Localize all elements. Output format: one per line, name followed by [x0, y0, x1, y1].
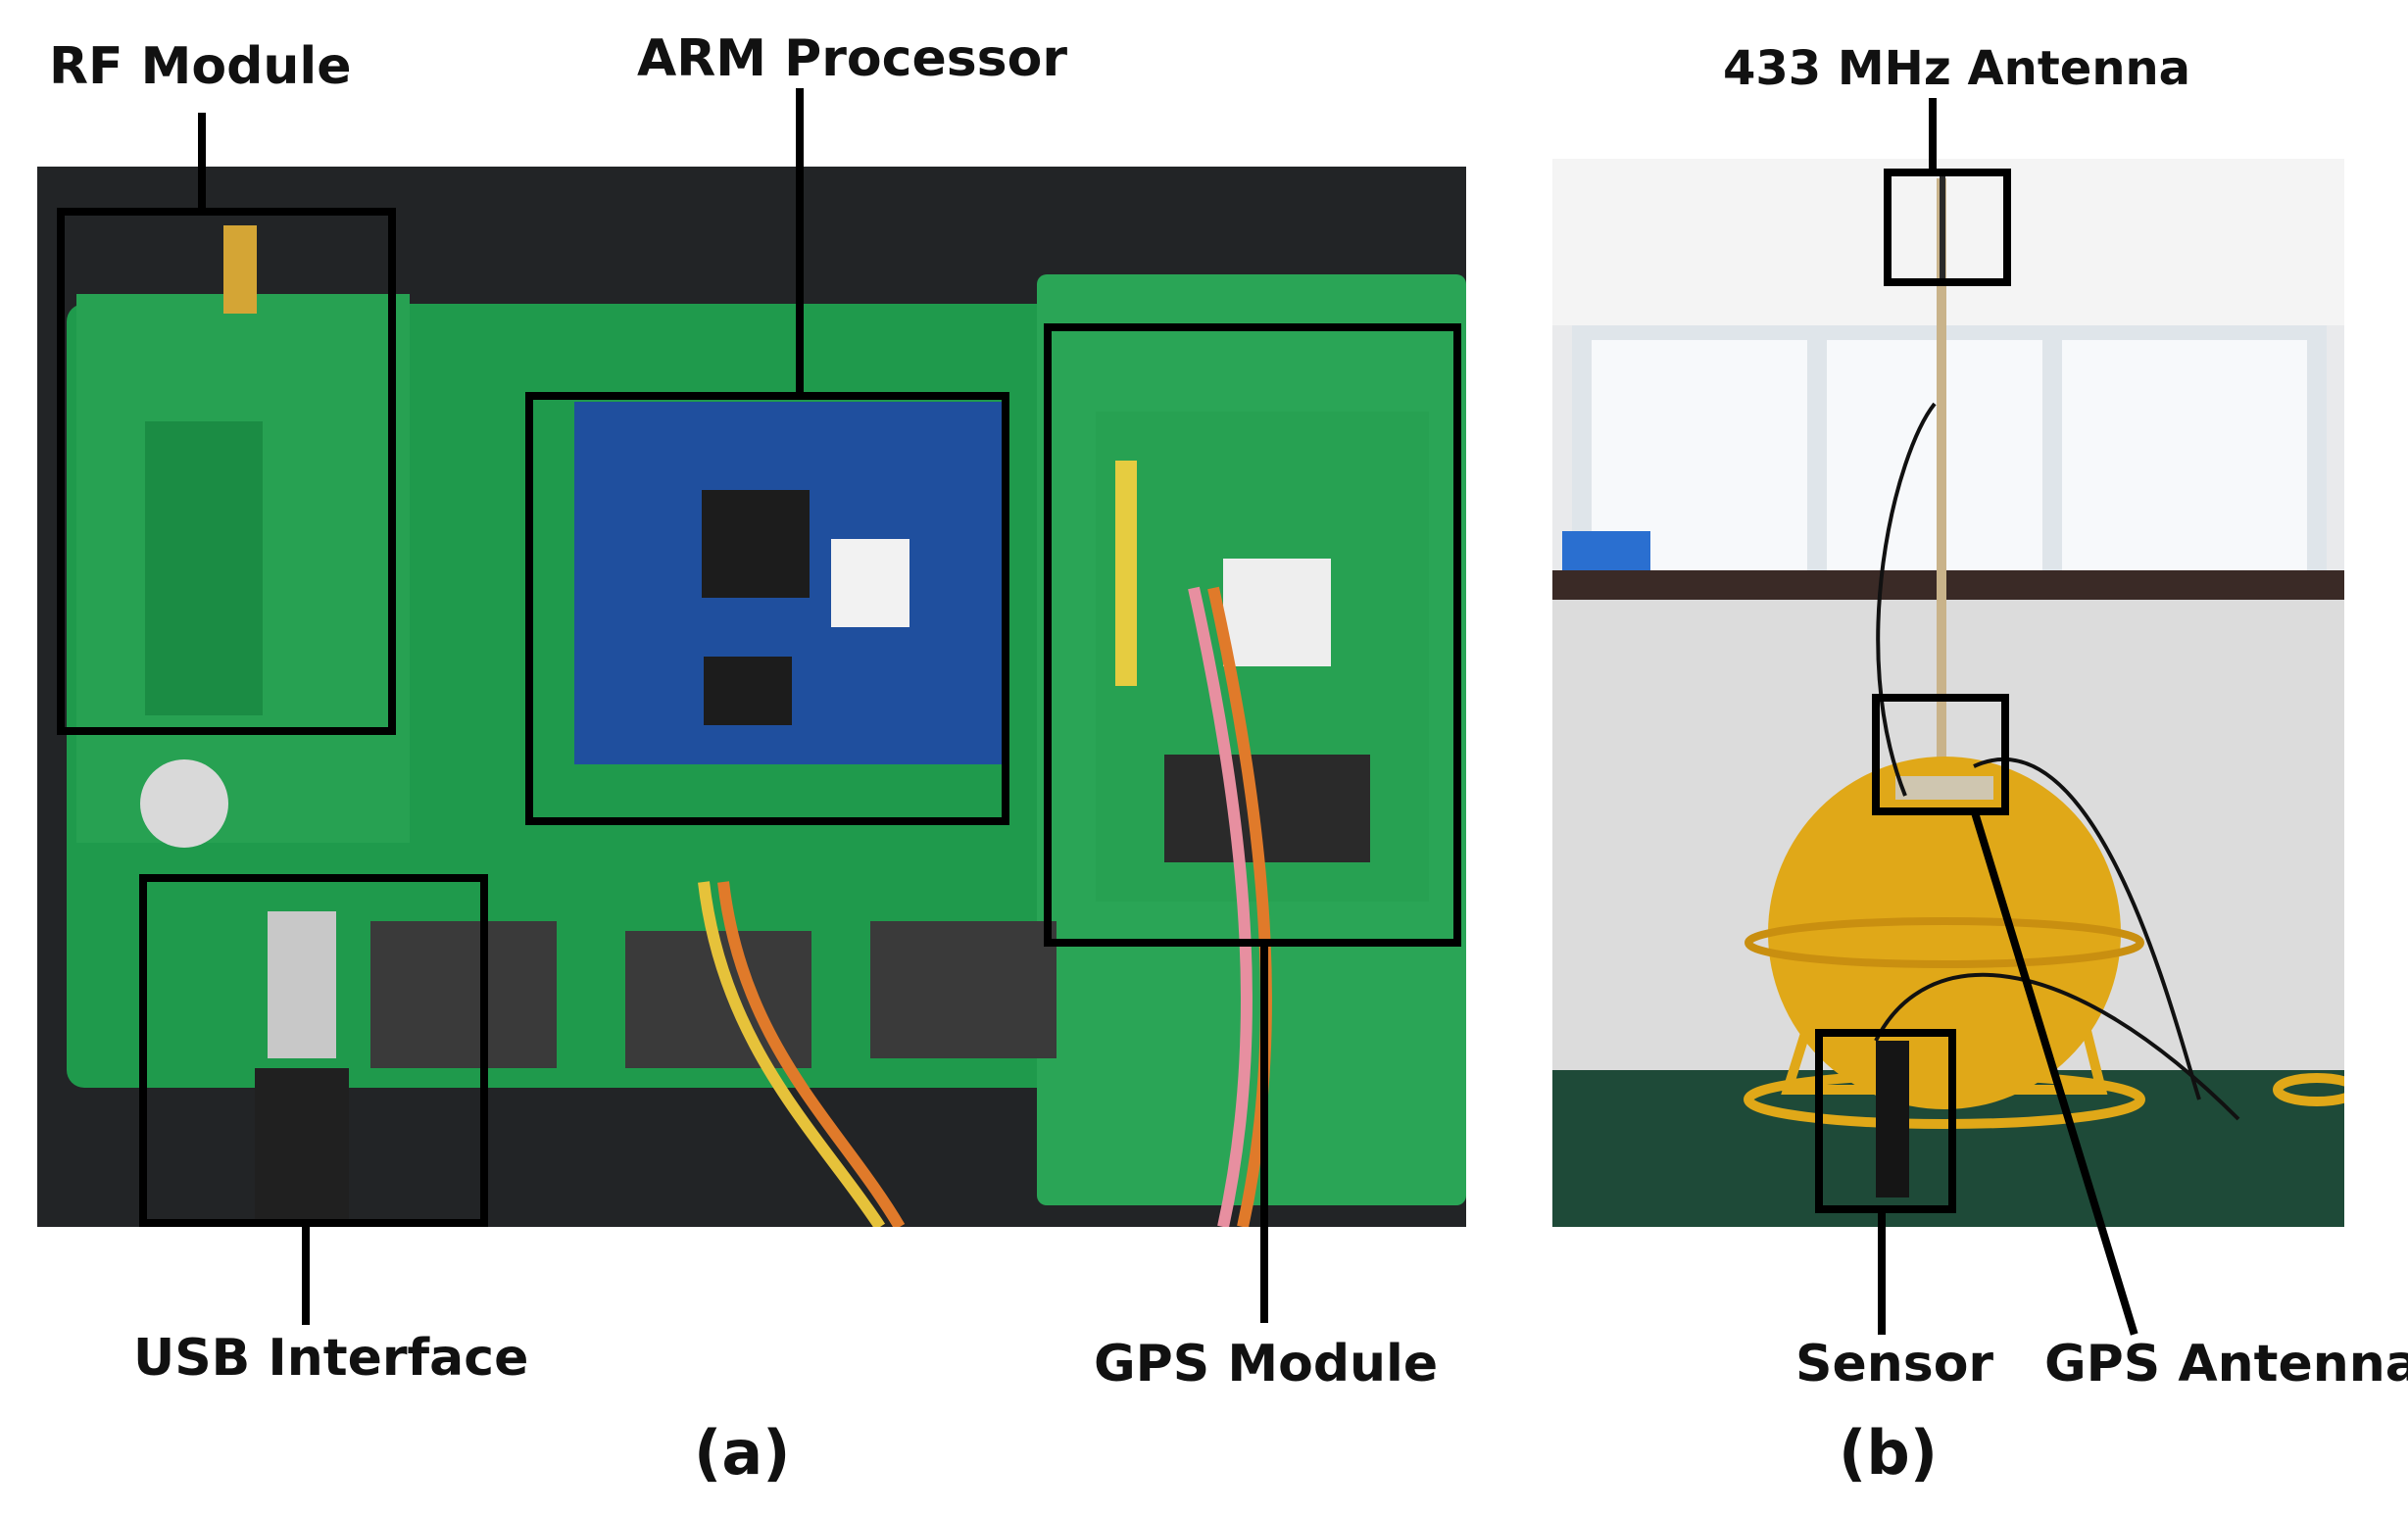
antenna-433-highlight-box	[1884, 169, 2011, 286]
gps-antenna-label: GPS Antenna	[2044, 1335, 2408, 1393]
antenna-433-label: 433 MHz Antenna	[1723, 41, 2191, 96]
gps-module-highlight-box	[1044, 323, 1461, 947]
gps-module-label: GPS Module	[1094, 1335, 1439, 1393]
panel-a-caption: (a)	[694, 1417, 791, 1489]
usb-interface-label: USB Interface	[133, 1329, 529, 1388]
arm-processor-label: ARM Processor	[637, 29, 1067, 88]
rf-module-highlight-box	[57, 208, 396, 735]
sensor-leader-line	[1878, 1211, 1886, 1335]
rf-module-leader-line	[198, 113, 206, 211]
circuit-board-photo	[37, 167, 1466, 1227]
antenna-433-leader-line	[1929, 98, 1937, 171]
gps-module-leader-line	[1260, 947, 1268, 1323]
gps-antenna-highlight-box	[1872, 694, 2009, 815]
usb-interface-highlight-box	[139, 874, 488, 1227]
arm-processor-highlight-box	[525, 392, 1009, 825]
arm-processor-leader-line	[796, 88, 804, 394]
sensor-label: Sensor	[1795, 1335, 1994, 1393]
usb-interface-leader-line	[302, 1225, 310, 1325]
sensor-highlight-box	[1815, 1029, 1956, 1213]
panel-b-caption: (b)	[1839, 1417, 1939, 1489]
rf-module-label: RF Module	[49, 37, 352, 96]
